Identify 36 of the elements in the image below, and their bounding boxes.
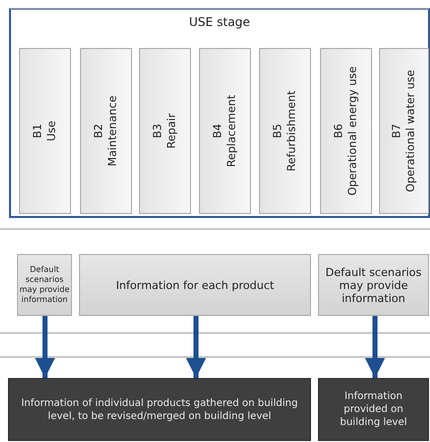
- module-label: Operational water use: [404, 70, 418, 192]
- module-code: B1: [31, 124, 45, 138]
- module-label: Use: [45, 120, 59, 142]
- module-box: [19, 48, 71, 214]
- scenario-box: [318, 254, 429, 316]
- box-text: Information for each product: [116, 278, 274, 292]
- module-box: [259, 48, 311, 214]
- module-box: [199, 48, 251, 214]
- module-code: B5: [271, 124, 285, 138]
- stage-panel: [9, 8, 430, 218]
- module-code: B4: [211, 124, 225, 138]
- arrow: [186, 316, 206, 378]
- scenario-box: [17, 254, 72, 316]
- module-code: B6: [332, 124, 346, 138]
- result-box: [318, 378, 429, 441]
- module-label: Operational energy use: [346, 66, 360, 196]
- info-box: [79, 254, 311, 316]
- module-code: B3: [151, 124, 165, 138]
- module-box: [139, 48, 191, 214]
- arrow: [365, 316, 385, 378]
- module-label: Refurbishment: [285, 90, 299, 172]
- module-label: Replacement: [225, 94, 239, 168]
- result-box: [8, 378, 311, 441]
- box-text: Default scenarios may provide information: [324, 266, 422, 304]
- box-text: Information of individual products gathered on building level, to be revised/merged on building level: [20, 396, 299, 422]
- box-text: Information provided on building level: [338, 390, 408, 429]
- module-box: [320, 48, 372, 214]
- module-box: [379, 48, 429, 214]
- module-box: [80, 48, 132, 214]
- module-code: B2: [92, 124, 106, 138]
- box-text: Default scenarios may provide information: [19, 265, 70, 305]
- module-label: Repair: [165, 113, 179, 149]
- module-label: Maintenance: [106, 96, 120, 166]
- panel-title: USE stage: [188, 15, 252, 29]
- module-code: B7: [390, 124, 404, 138]
- arrow: [35, 316, 55, 378]
